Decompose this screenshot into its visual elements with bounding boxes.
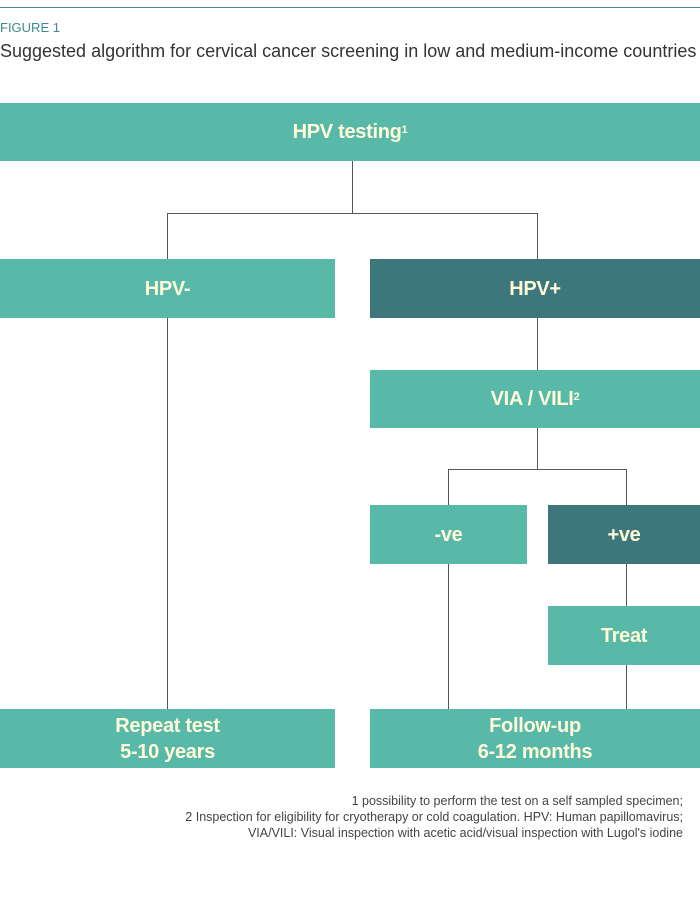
node-via-vili-label: VIA / VILI: [490, 388, 574, 410]
node-follow-up-line2: 6-12 months: [477, 740, 593, 763]
node-negative-ve: -ve: [370, 505, 527, 564]
node-positive-ve-label: +ve: [607, 523, 641, 546]
node-follow-up: Follow-up 6-12 months: [370, 709, 700, 768]
node-hpv-testing: HPV testing1: [0, 103, 700, 161]
connector-root-split: [167, 213, 538, 214]
footnote-3: VIA/VILI: Visual inspection with acetic …: [247, 826, 683, 840]
node-treat: Treat: [548, 606, 700, 665]
connector-via-split: [448, 469, 627, 470]
connector-hpv-neg-to-repeat: [167, 318, 168, 709]
connector-neg-ve-to-follow-up: [448, 564, 449, 709]
footnote-ref-1: 1: [401, 124, 408, 136]
connector-to-hpv-neg: [167, 213, 168, 259]
top-rule: [0, 7, 700, 8]
node-repeat-test: Repeat test 5-10 years: [0, 709, 335, 768]
figure-title: Suggested algorithm for cervical cancer …: [0, 41, 697, 61]
node-repeat-test-line1: Repeat test: [115, 714, 220, 737]
footnote-2: 2 Inspection for eligibility for cryothe…: [185, 810, 683, 824]
connector-hpv-pos-to-via: [537, 318, 538, 370]
node-hpv-positive-label: HPV+: [509, 277, 561, 300]
connector-root-down: [352, 161, 353, 214]
node-hpv-negative-label: HPV-: [144, 277, 191, 300]
node-positive-ve: +ve: [548, 505, 700, 564]
connector-pos-ve-to-treat: [626, 564, 627, 606]
node-hpv-testing-label: HPV testing: [292, 121, 402, 143]
connector-treat-to-follow-up: [626, 665, 627, 709]
node-via-vili: VIA / VILI2: [370, 370, 700, 428]
footnote-ref-2: 2: [573, 391, 580, 403]
footnotes: 1 possibility to perform the test on a s…: [185, 793, 683, 841]
connector-to-neg-ve: [448, 469, 449, 505]
connector-to-pos-ve: [626, 469, 627, 505]
node-repeat-test-line2: 5-10 years: [120, 740, 215, 763]
node-follow-up-line1: Follow-up: [489, 714, 581, 737]
connector-to-hpv-pos: [537, 213, 538, 259]
figure-label: FIGURE 1: [0, 20, 60, 35]
footnote-1: 1 possibility to perform the test on a s…: [351, 794, 683, 808]
node-treat-label: Treat: [600, 624, 648, 647]
connector-via-down: [537, 428, 538, 470]
node-hpv-positive: HPV+: [370, 259, 700, 318]
node-hpv-negative: HPV-: [0, 259, 335, 318]
node-negative-ve-label: -ve: [434, 523, 463, 546]
